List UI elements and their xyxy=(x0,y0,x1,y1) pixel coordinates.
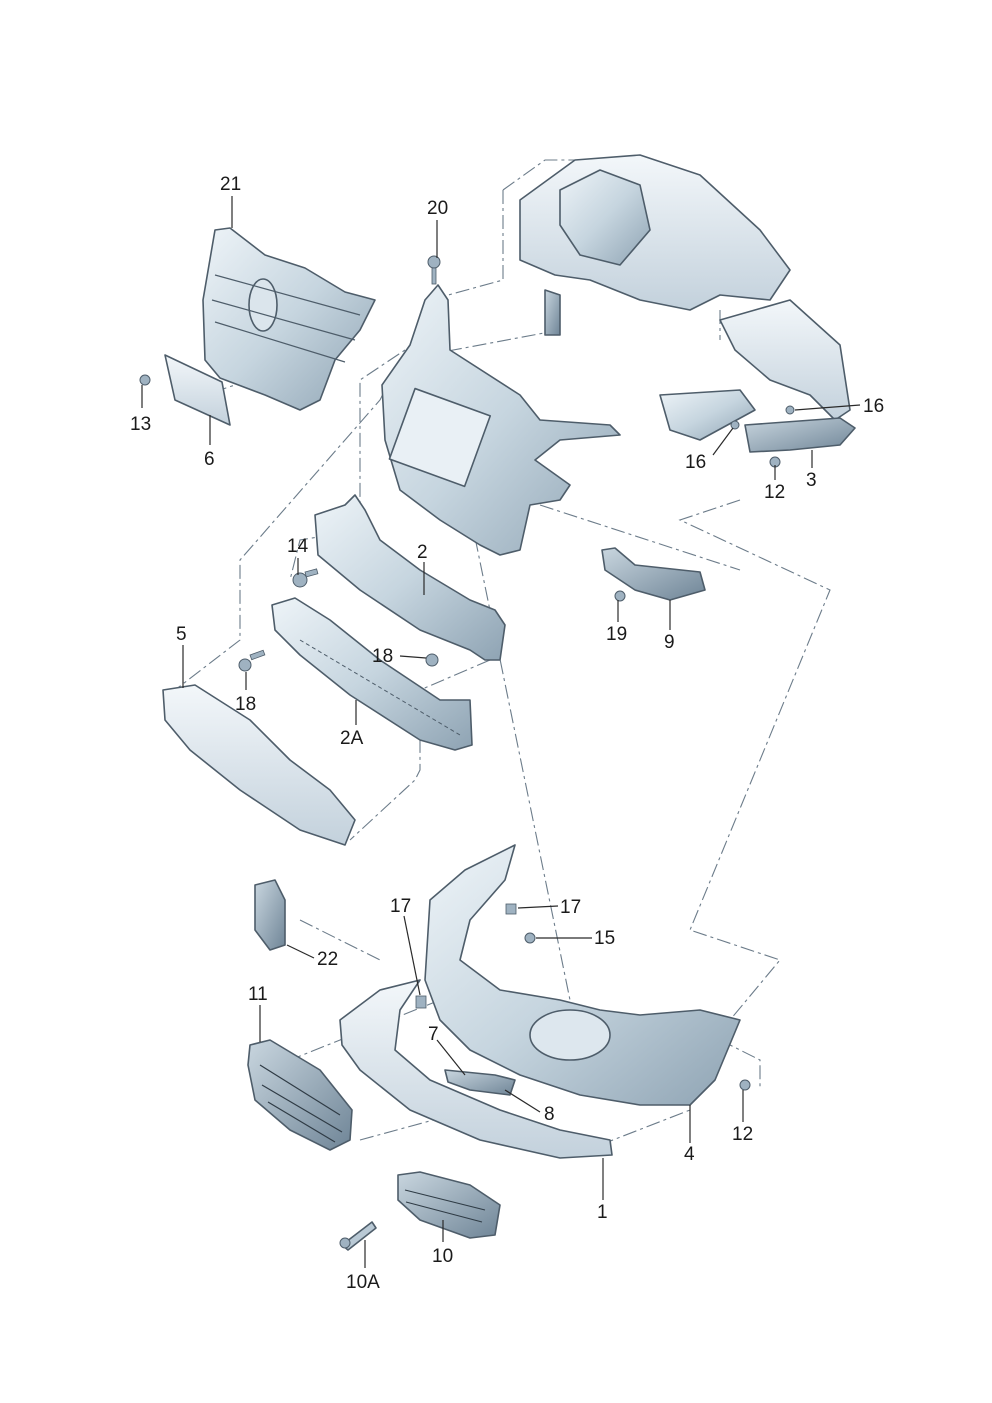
radiator-grille xyxy=(202,227,376,411)
impact-absorber xyxy=(271,597,473,751)
callout-14: 14 xyxy=(287,536,309,557)
callout-20: 20 xyxy=(427,198,448,219)
callout-5: 5 xyxy=(176,624,187,645)
callout-2: 2 xyxy=(417,542,428,563)
fasteners xyxy=(139,255,795,1251)
bracket-left xyxy=(254,879,286,951)
callout-16-lower: 16 xyxy=(685,452,706,473)
callout-12-lower: 12 xyxy=(732,1124,753,1145)
callout-9: 9 xyxy=(664,632,675,653)
callout-21: 21 xyxy=(220,174,241,195)
callout-13: 13 xyxy=(130,414,151,435)
body-structure xyxy=(519,154,851,441)
callout-labels: 21 20 13 6 16 16 12 3 14 2 5 18 18 19 9 … xyxy=(130,174,884,1293)
callout-10: 10 xyxy=(432,1246,453,1267)
energy-absorber xyxy=(162,684,356,846)
guide-bracket xyxy=(601,547,706,601)
callout-18-right: 18 xyxy=(372,646,393,667)
bumper-cover xyxy=(424,844,741,1106)
callout-1: 1 xyxy=(597,1202,608,1223)
callout-15: 15 xyxy=(594,928,615,949)
spoiler xyxy=(339,979,613,1159)
callout-19: 19 xyxy=(606,624,627,645)
license-plate-holder xyxy=(164,354,231,426)
trim-strip xyxy=(444,1069,516,1096)
grille-right xyxy=(397,1171,501,1239)
callout-3: 3 xyxy=(806,470,817,491)
callout-8: 8 xyxy=(544,1104,555,1125)
grille-left xyxy=(247,1039,353,1151)
bumper-reinforcement xyxy=(314,494,506,661)
callout-12-upper: 12 xyxy=(764,482,785,503)
callout-6: 6 xyxy=(204,449,215,470)
callout-2A: 2A xyxy=(340,728,364,749)
callout-18-left: 18 xyxy=(235,694,256,715)
lock-carrier xyxy=(381,284,621,556)
callout-22: 22 xyxy=(317,949,338,970)
callout-7: 7 xyxy=(428,1024,439,1045)
callout-16-upper: 16 xyxy=(863,396,884,417)
callout-17-left: 17 xyxy=(390,896,411,917)
leader-lines xyxy=(141,196,861,1268)
callout-17-right: 17 xyxy=(560,897,581,918)
callout-11: 11 xyxy=(248,984,268,1005)
guide-bracket-right xyxy=(744,417,856,453)
callout-4: 4 xyxy=(684,1144,695,1165)
callout-10A: 10A xyxy=(346,1272,380,1293)
